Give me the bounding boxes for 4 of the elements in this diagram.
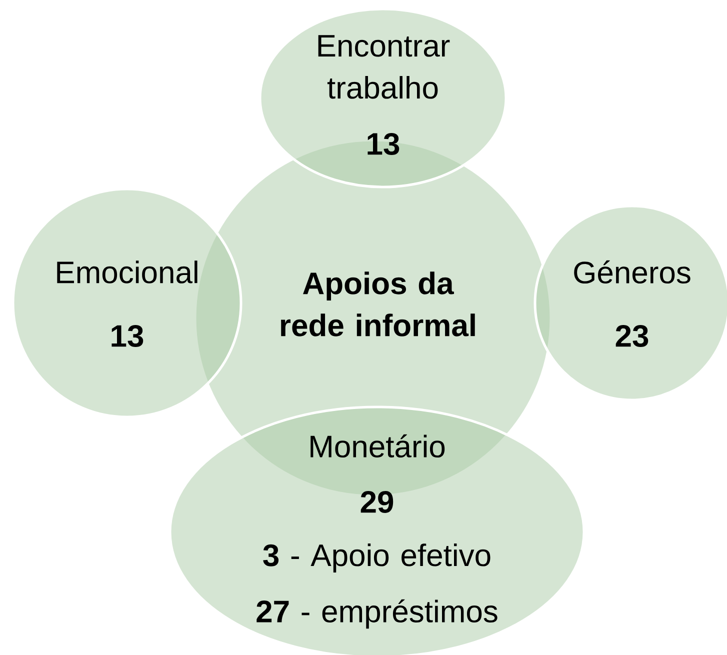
category-bubble: Encontrar trabalho 13 <box>258 8 508 188</box>
category-bubble: Monetário 29 3 - Apoio efetivo 27 - empréstimos <box>168 406 586 655</box>
category-bubble: Emocional 13 <box>12 188 242 418</box>
category-bubble: Géneros 23 <box>534 204 727 402</box>
